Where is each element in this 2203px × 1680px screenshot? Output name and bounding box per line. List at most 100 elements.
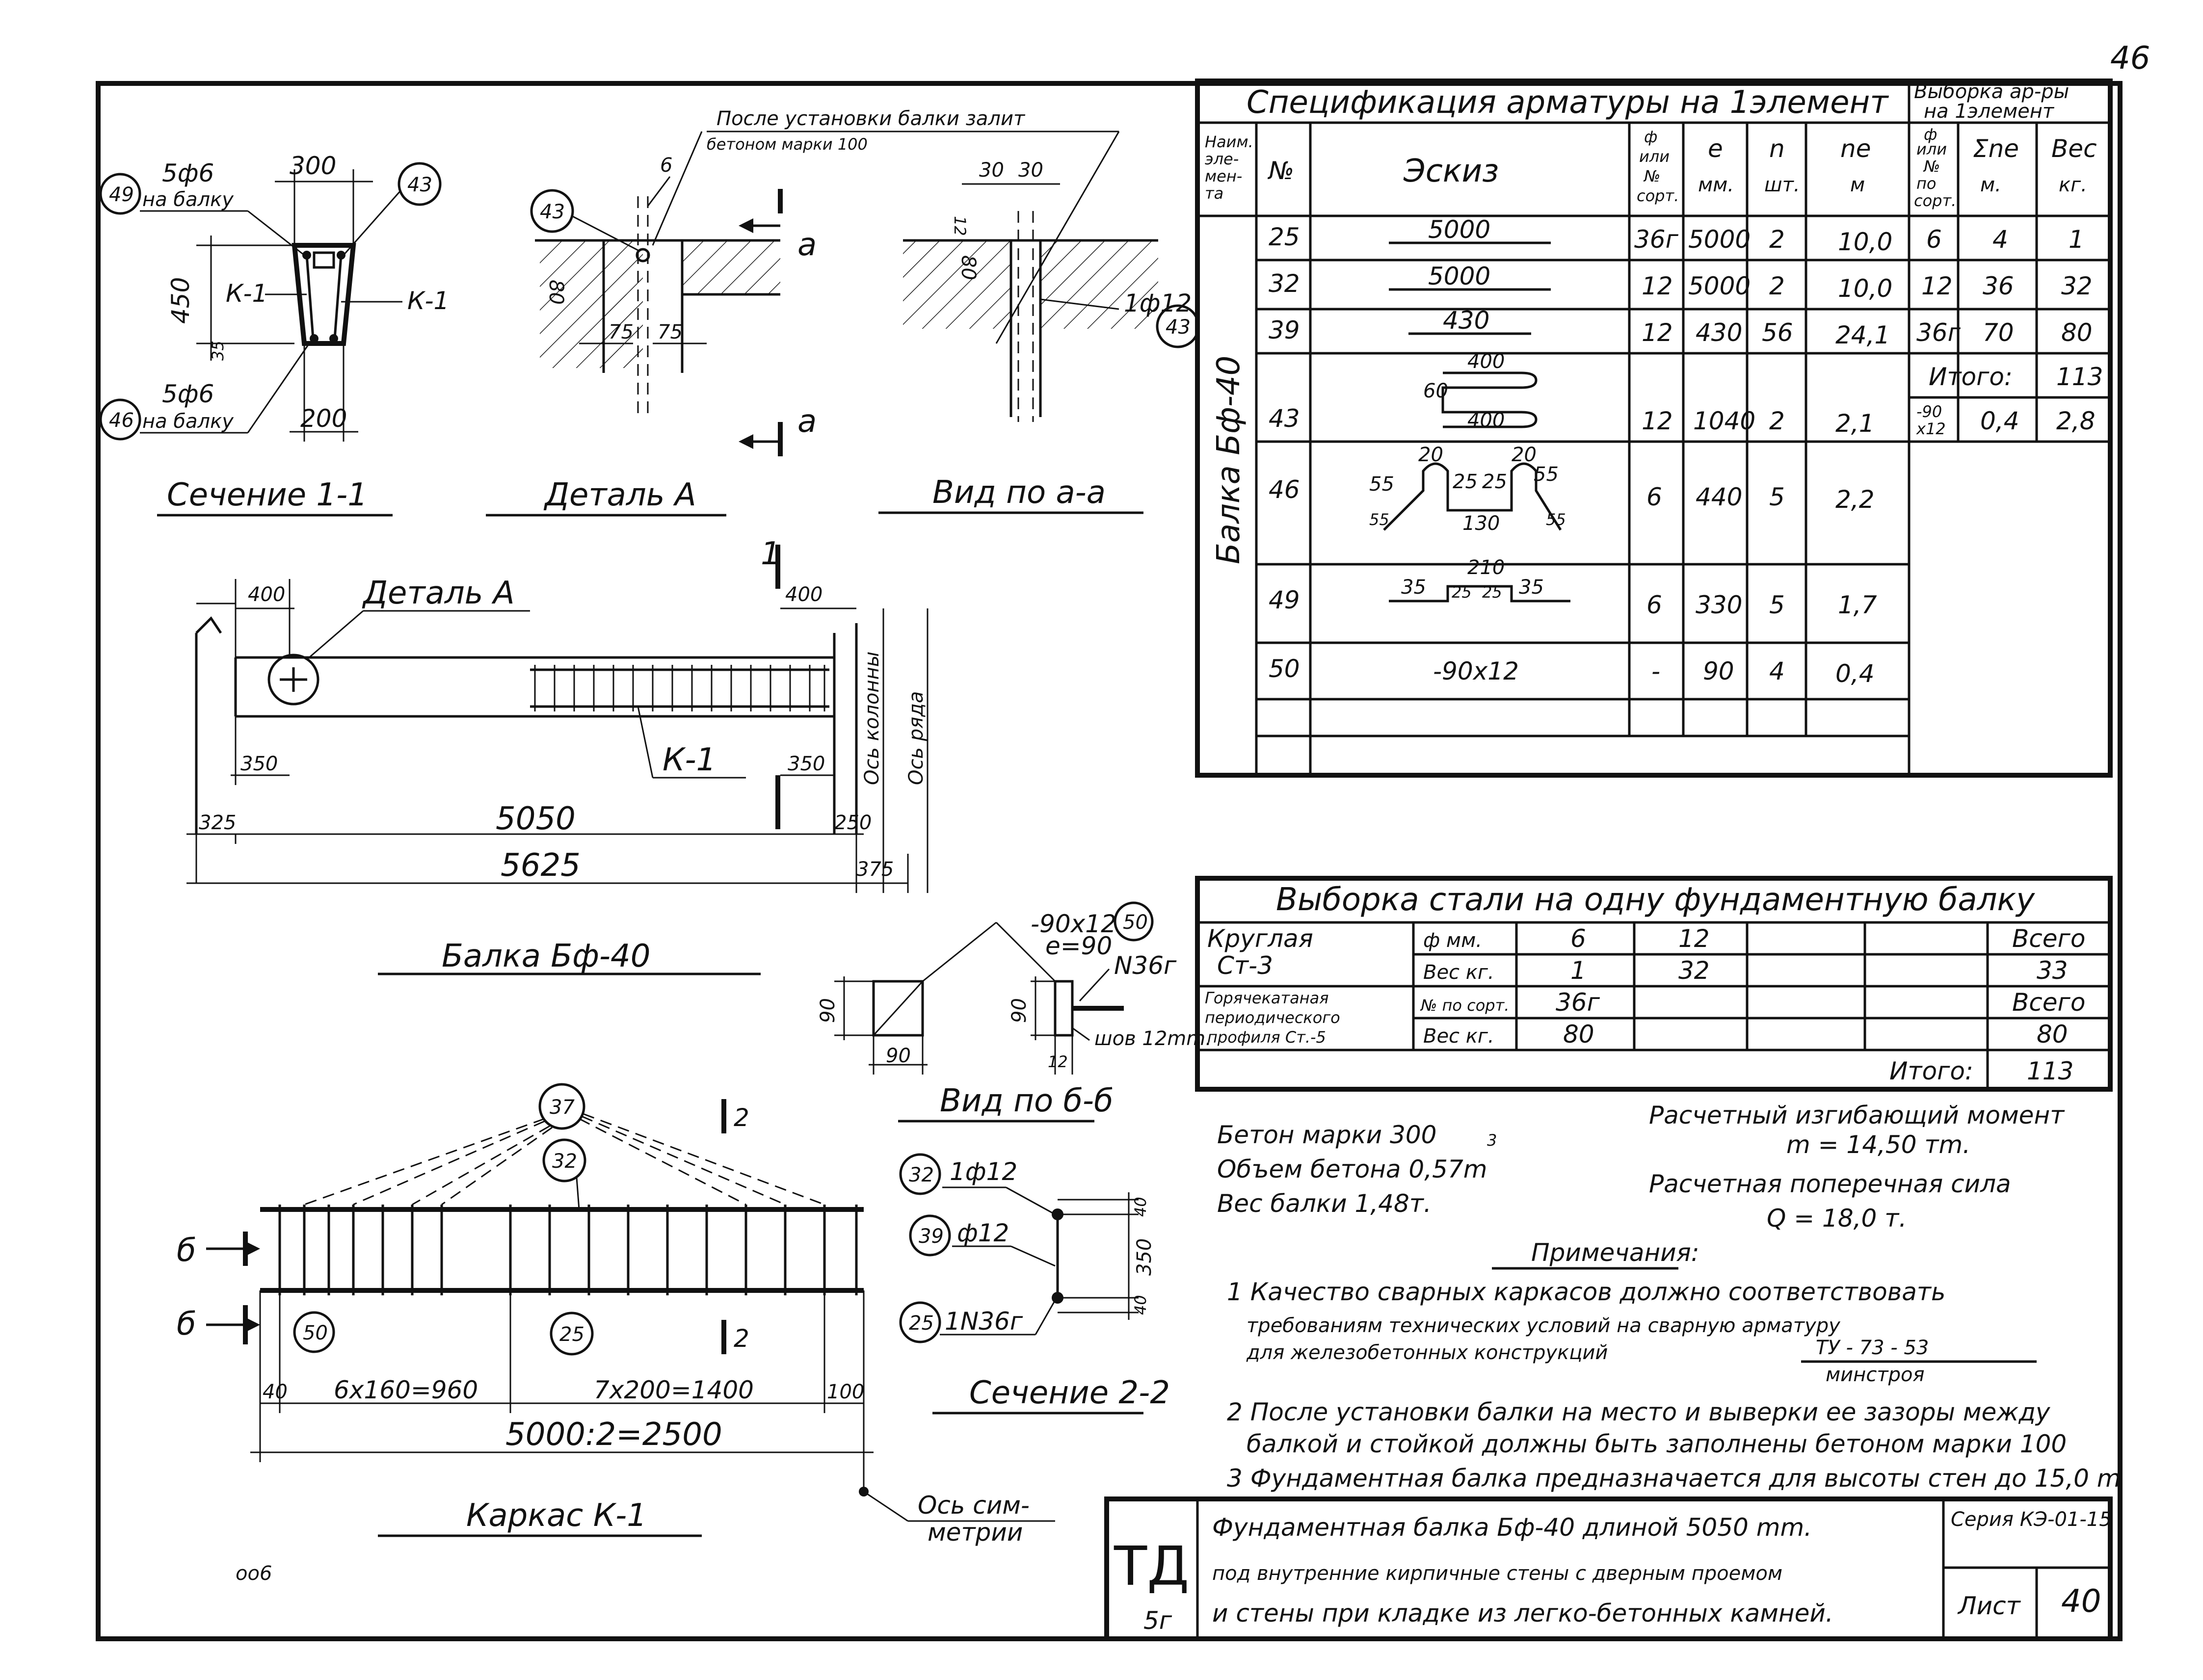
frame-k1: 37 32 50 25 б б 2 2 40 6х160= [177,1083,1055,1585]
section-2-2-bar-25: 1N36г [945,1307,1023,1336]
spec-row-25-length: 5000 [1688,225,1751,254]
spec-row-46-s3: 25 [1453,471,1478,493]
steel-weight1-v2: 32 [1678,956,1710,985]
spec-h-diam-3: № [1643,167,1660,185]
stamp-line3: и стены при кладке из легко-бетонных кам… [1212,1599,1833,1628]
spec-h-diam-2: или [1639,147,1670,166]
spec-h-sketch: Эскиз [1403,153,1499,189]
beam-dim-400-left: 400 [248,583,285,606]
frame-tag-50: 50 [303,1322,328,1344]
view-a-a: 30 30 12 80 1ф12 43 Вид по а-а [878,159,1200,514]
beam-dim-250: 250 [834,812,872,834]
steel-total-label-1: Всего [2012,924,2085,953]
notes-n1-frac-bottom: минстроя [1826,1364,1925,1386]
spec-row-43-no: 43 [1269,404,1300,433]
steel-weight2-v1: 80 [1563,1020,1594,1049]
section-2-2-dim-40a: 40 [1131,1197,1150,1217]
spec-row-50-sketch: -90х12 [1433,657,1519,685]
section-2-2-dim-40b: 40 [1131,1295,1150,1315]
concrete-info: Бетон марки 300 Объем бетона 0,57m 3 Вес… [1217,1121,1497,1218]
steel-hot-label-3: профиля Ст.-5 [1207,1028,1326,1047]
forces-moment-label: Расчетный изгибающий момент [1649,1101,2065,1129]
forces-shear-label: Расчетная поперечная сила [1649,1170,2011,1198]
beam-axis-column: Ось колонны [861,652,883,785]
view-bb-dim-90-h1: 90 [817,998,839,1023]
stamp-logo: ТД [1114,1535,1189,1598]
section-1-1-bars-bottom-note: на балку [142,410,234,433]
steel-hot-label-2: периодического [1205,1008,1340,1027]
frame-axis-sym-1: Ось сим- [918,1491,1030,1520]
section-1-1-bottom-width: 200 [300,404,347,433]
sel-h-weight-2: кг. [2059,174,2087,196]
section-1-1-bottom-offset: 35 [209,341,227,361]
notes-n1-frac-top: ТУ - 73 - 53 [1816,1337,1929,1359]
steel-hot-label-1: Горячекатаная [1205,989,1329,1007]
spec-row-25-sketch: 5000 [1428,215,1490,244]
beam-dim-400-right: 400 [785,583,823,606]
notes: Примечания: 1 Качество сварных каркасов … [1227,1238,2121,1493]
section-1-1-bars-top-note: на балку [142,188,234,211]
forces-moment-value: m = 14,50 тm. [1786,1130,1970,1159]
spec-title: Спецификация арматуры на 1элемент [1247,84,1889,121]
sheet-number: 46 [2110,40,2150,77]
detail-a-tag: 43 [540,201,565,223]
spec-row-32-sketch: 5000 [1428,262,1490,290]
spec-table: Спецификация арматуры на 1элемент Наим. … [1195,79,2113,778]
steel-round-label-1: Круглая [1207,924,1313,953]
steel-total-value-1: 33 [2037,956,2068,985]
view-b-b: 90 90 90 12 -90х12 50 е=90 N36г шов 12mm… [817,901,1212,1123]
spec-row-50-length: 90 [1703,657,1734,685]
spec-row-39-diam: 12 [1642,318,1673,347]
view-bb-title: Вид по б-б [940,1083,1113,1119]
section-2-2-tag-32: 32 [909,1164,934,1186]
beam-dim-5050: 5050 [496,801,576,837]
sel-plate-weight: 2,8 [2056,407,2096,435]
sel-plate-sum: 0,4 [1980,407,2019,435]
spec-row-39-sketch: 430 [1443,306,1489,335]
steel-title: Выборка стали на одну фундаментную балку [1276,882,2035,918]
section-2-2-dim-350: 350 [1133,1238,1156,1276]
sel-row-3-weight: 80 [2061,318,2093,347]
spec-row-46-s4: 25 [1482,471,1507,493]
steel-total-label-2: Всего [2012,988,2085,1017]
spec-h-diam-1: ф [1644,128,1657,146]
spec-element-name: Балка Бф-40 [1211,356,1247,564]
frame-dim-100: 100 [827,1381,864,1403]
beam-bf40: 1 Деталь А [186,536,929,975]
spec-row-43-sketch-mid: 60 [1423,380,1448,402]
spec-row-46-total: 2,2 [1835,485,1875,514]
frame-tag-37: 37 [550,1096,575,1119]
sel-row-1-diam: 6 [1926,225,1942,254]
steel-table: Выборка стали на одну фундаментную балку… [1195,876,2113,1092]
spec-row-50-diam: - [1651,657,1660,685]
steel-total-value-2: 80 [2037,1020,2068,1049]
spec-row-32-length: 5000 [1688,272,1751,300]
spec-row-49-s1: 35 [1401,576,1426,599]
spec-row-46-diam: 6 [1646,483,1662,511]
detail-a-note-line2: бетоном марки 100 [707,135,868,154]
detail-a-title: Деталь А [543,477,696,513]
section-1-1-frame-left: К-1 [226,279,267,308]
view-aa-dim-12: 12 [951,216,969,236]
sel-row-2-weight: 32 [2061,272,2093,300]
sel-title-2: на 1элемент [1924,100,2055,123]
view-aa-rebar: 1ф12 [1124,289,1192,317]
steel-weight1-v1: 1 [1570,956,1586,985]
sel-title-1: Выборка ар-ры [1914,80,2069,103]
section-1-1-title: Сечение 1-1 [167,477,368,513]
spec-row-43-total: 2,1 [1835,409,1875,438]
stamp-sheet-value: 40 [2061,1583,2101,1620]
steel-grand-value: 113 [2027,1057,2073,1085]
sel-total-value: 113 [2056,363,2103,391]
sel-row-2-sum: 36 [1983,272,2014,300]
sel-h-sum-1: Σnе [1973,134,2019,163]
section-1-1-top-width: 300 [290,152,336,180]
notes-n3: 3 Фундаментная балка предназначается для… [1227,1464,2121,1493]
spec-row-50-total: 0,4 [1835,659,1875,688]
beam-title: Балка Бф-40 [442,938,650,974]
spec-h-count-1: n [1769,134,1785,163]
section-1-1-bars-top: 5ф6 [162,159,214,187]
spec-h-total-len-1: nе [1840,134,1871,163]
sel-h-sum-2: м. [1980,174,2001,196]
frame-cut-b2: б [177,1306,196,1342]
